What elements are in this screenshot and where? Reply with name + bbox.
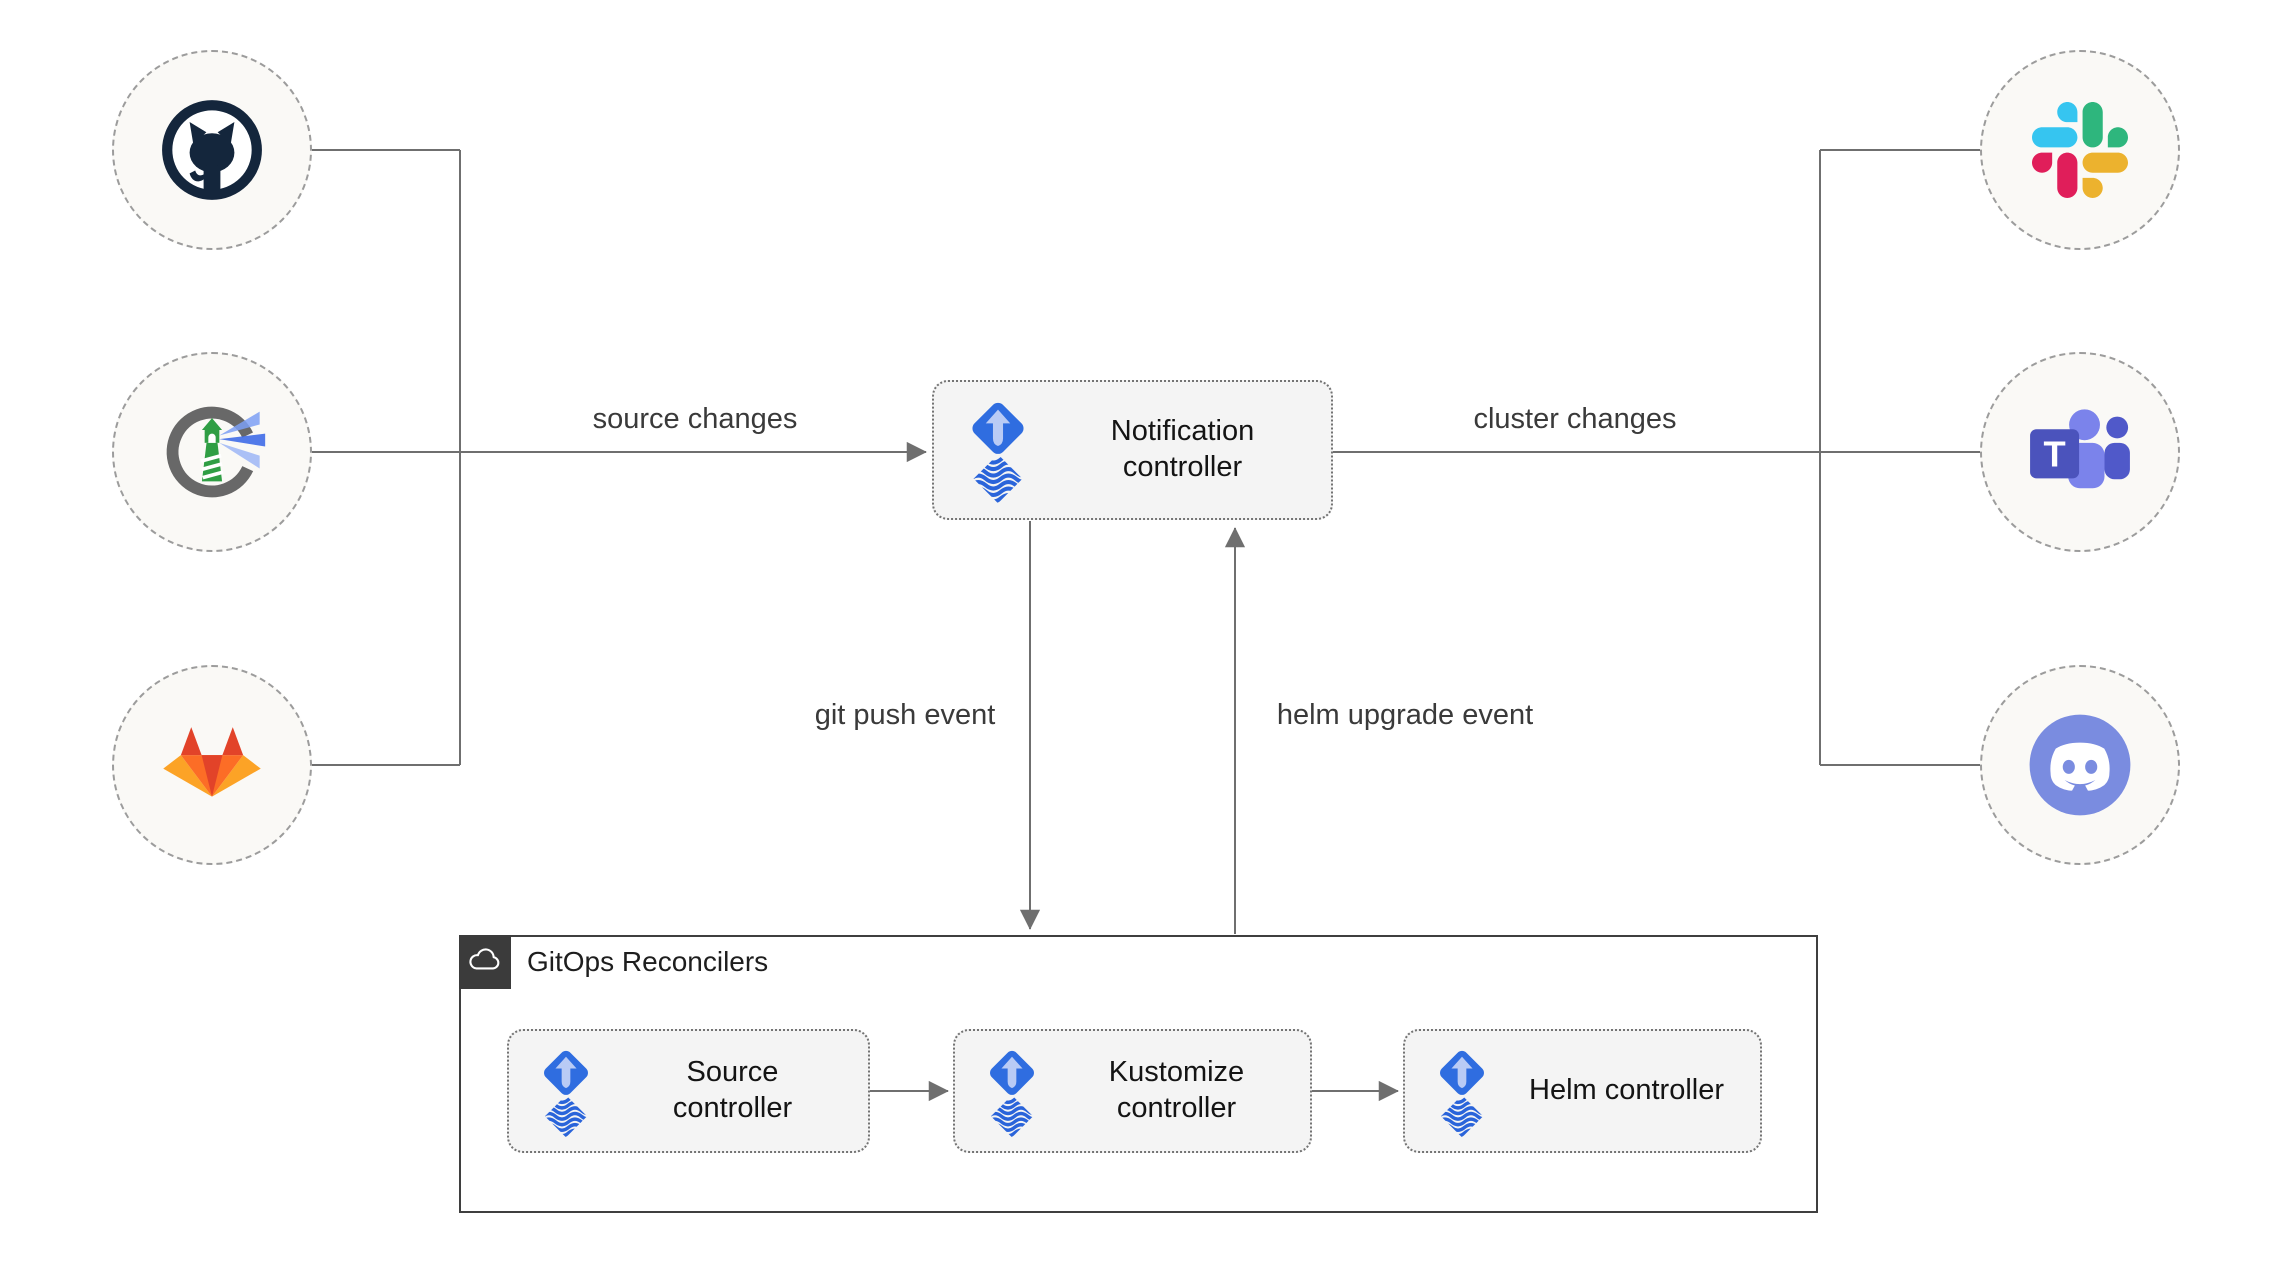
notification-controller-label: Notification controller — [1110, 415, 1255, 483]
teams-letter: T — [2043, 434, 2065, 475]
github-node — [112, 50, 312, 250]
kustomize-controller-box: Kustomize controller — [953, 1029, 1312, 1153]
teams-icon: T — [2030, 409, 2130, 489]
gitops-reconcilers-container: GitOps Reconcilers — [459, 935, 1818, 1213]
helm-controller-box: Helm controller — [1403, 1029, 1762, 1153]
flux-icon — [1431, 1045, 1493, 1138]
teams-node: T — [1980, 352, 2180, 552]
slack-node — [1980, 50, 2180, 250]
edge-label-source-changes: source changes — [592, 403, 798, 435]
discord-icon — [2029, 714, 2131, 816]
kustomize-controller-label: Kustomize controller — [1108, 1056, 1245, 1124]
cloud-icon — [469, 948, 500, 970]
flux-icon — [962, 396, 1034, 504]
flux-icon — [981, 1045, 1043, 1138]
cloud-icon-badge — [459, 935, 511, 989]
discord-node — [1980, 665, 2180, 865]
notification-controller-box: Notification controller — [932, 380, 1333, 520]
source-controller-label: Source controller — [672, 1056, 793, 1124]
gitops-reconcilers-title: GitOps Reconcilers — [527, 946, 769, 977]
harbor-icon — [166, 406, 266, 498]
slack-icon — [2032, 102, 2128, 198]
edge-label-cluster-changes: cluster changes — [1473, 403, 1677, 435]
harbor-node — [112, 352, 312, 552]
flux-icon — [535, 1045, 597, 1138]
github-icon — [162, 100, 262, 200]
edge-label-git-push-event: git push event — [814, 699, 996, 731]
gitlab-icon — [163, 726, 261, 797]
gitlab-node — [112, 665, 312, 865]
helm-controller-label: Helm controller — [1529, 1074, 1724, 1107]
edge-label-helm-upgrade-event: helm upgrade event — [1276, 699, 1534, 731]
source-controller-box: Source controller — [507, 1029, 870, 1153]
